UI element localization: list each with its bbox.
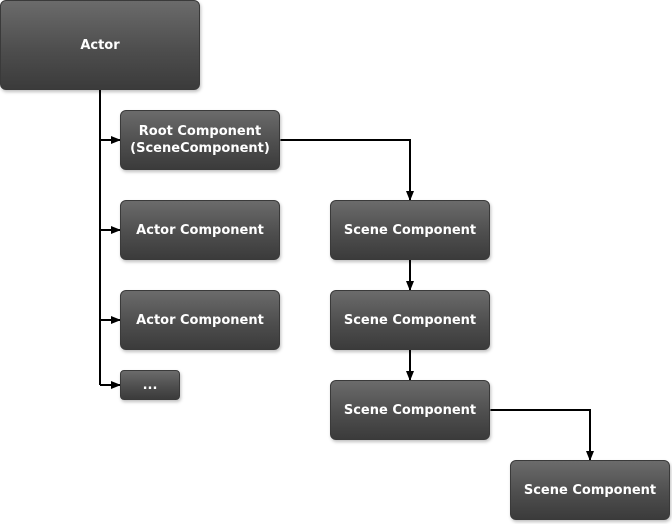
scene-component-node-1: Scene Component [330,200,490,260]
root-component-node: Root Component (SceneComponent) [120,110,280,170]
root-component-label: Root Component [138,124,262,139]
root-component-sublabel: (SceneComponent) [130,141,270,156]
ellipsis-label: ... [142,377,158,393]
ellipsis-node: ... [120,370,180,400]
root-to-scene-1-connector [272,136,414,201]
scene-component-label: Scene Component [343,312,477,328]
actor-component-label: Actor Component [136,222,264,238]
scene-component-node-2: Scene Component [330,290,490,350]
actor-node: Actor [0,0,200,90]
actor-component-label: Actor Component [136,312,264,328]
actor-label: Actor [80,37,120,53]
scene-component-label: Scene Component [343,402,477,418]
scene-component-label: Scene Component [523,482,657,498]
scene-component-node-4: Scene Component [510,460,670,520]
scene-component-label: Scene Component [343,222,477,238]
scene-3-to-scene-4-connector [482,406,594,461]
scene-component-node-3: Scene Component [330,380,490,440]
actor-component-node-2: Actor Component [120,290,280,350]
actor-component-node-1: Actor Component [120,200,280,260]
